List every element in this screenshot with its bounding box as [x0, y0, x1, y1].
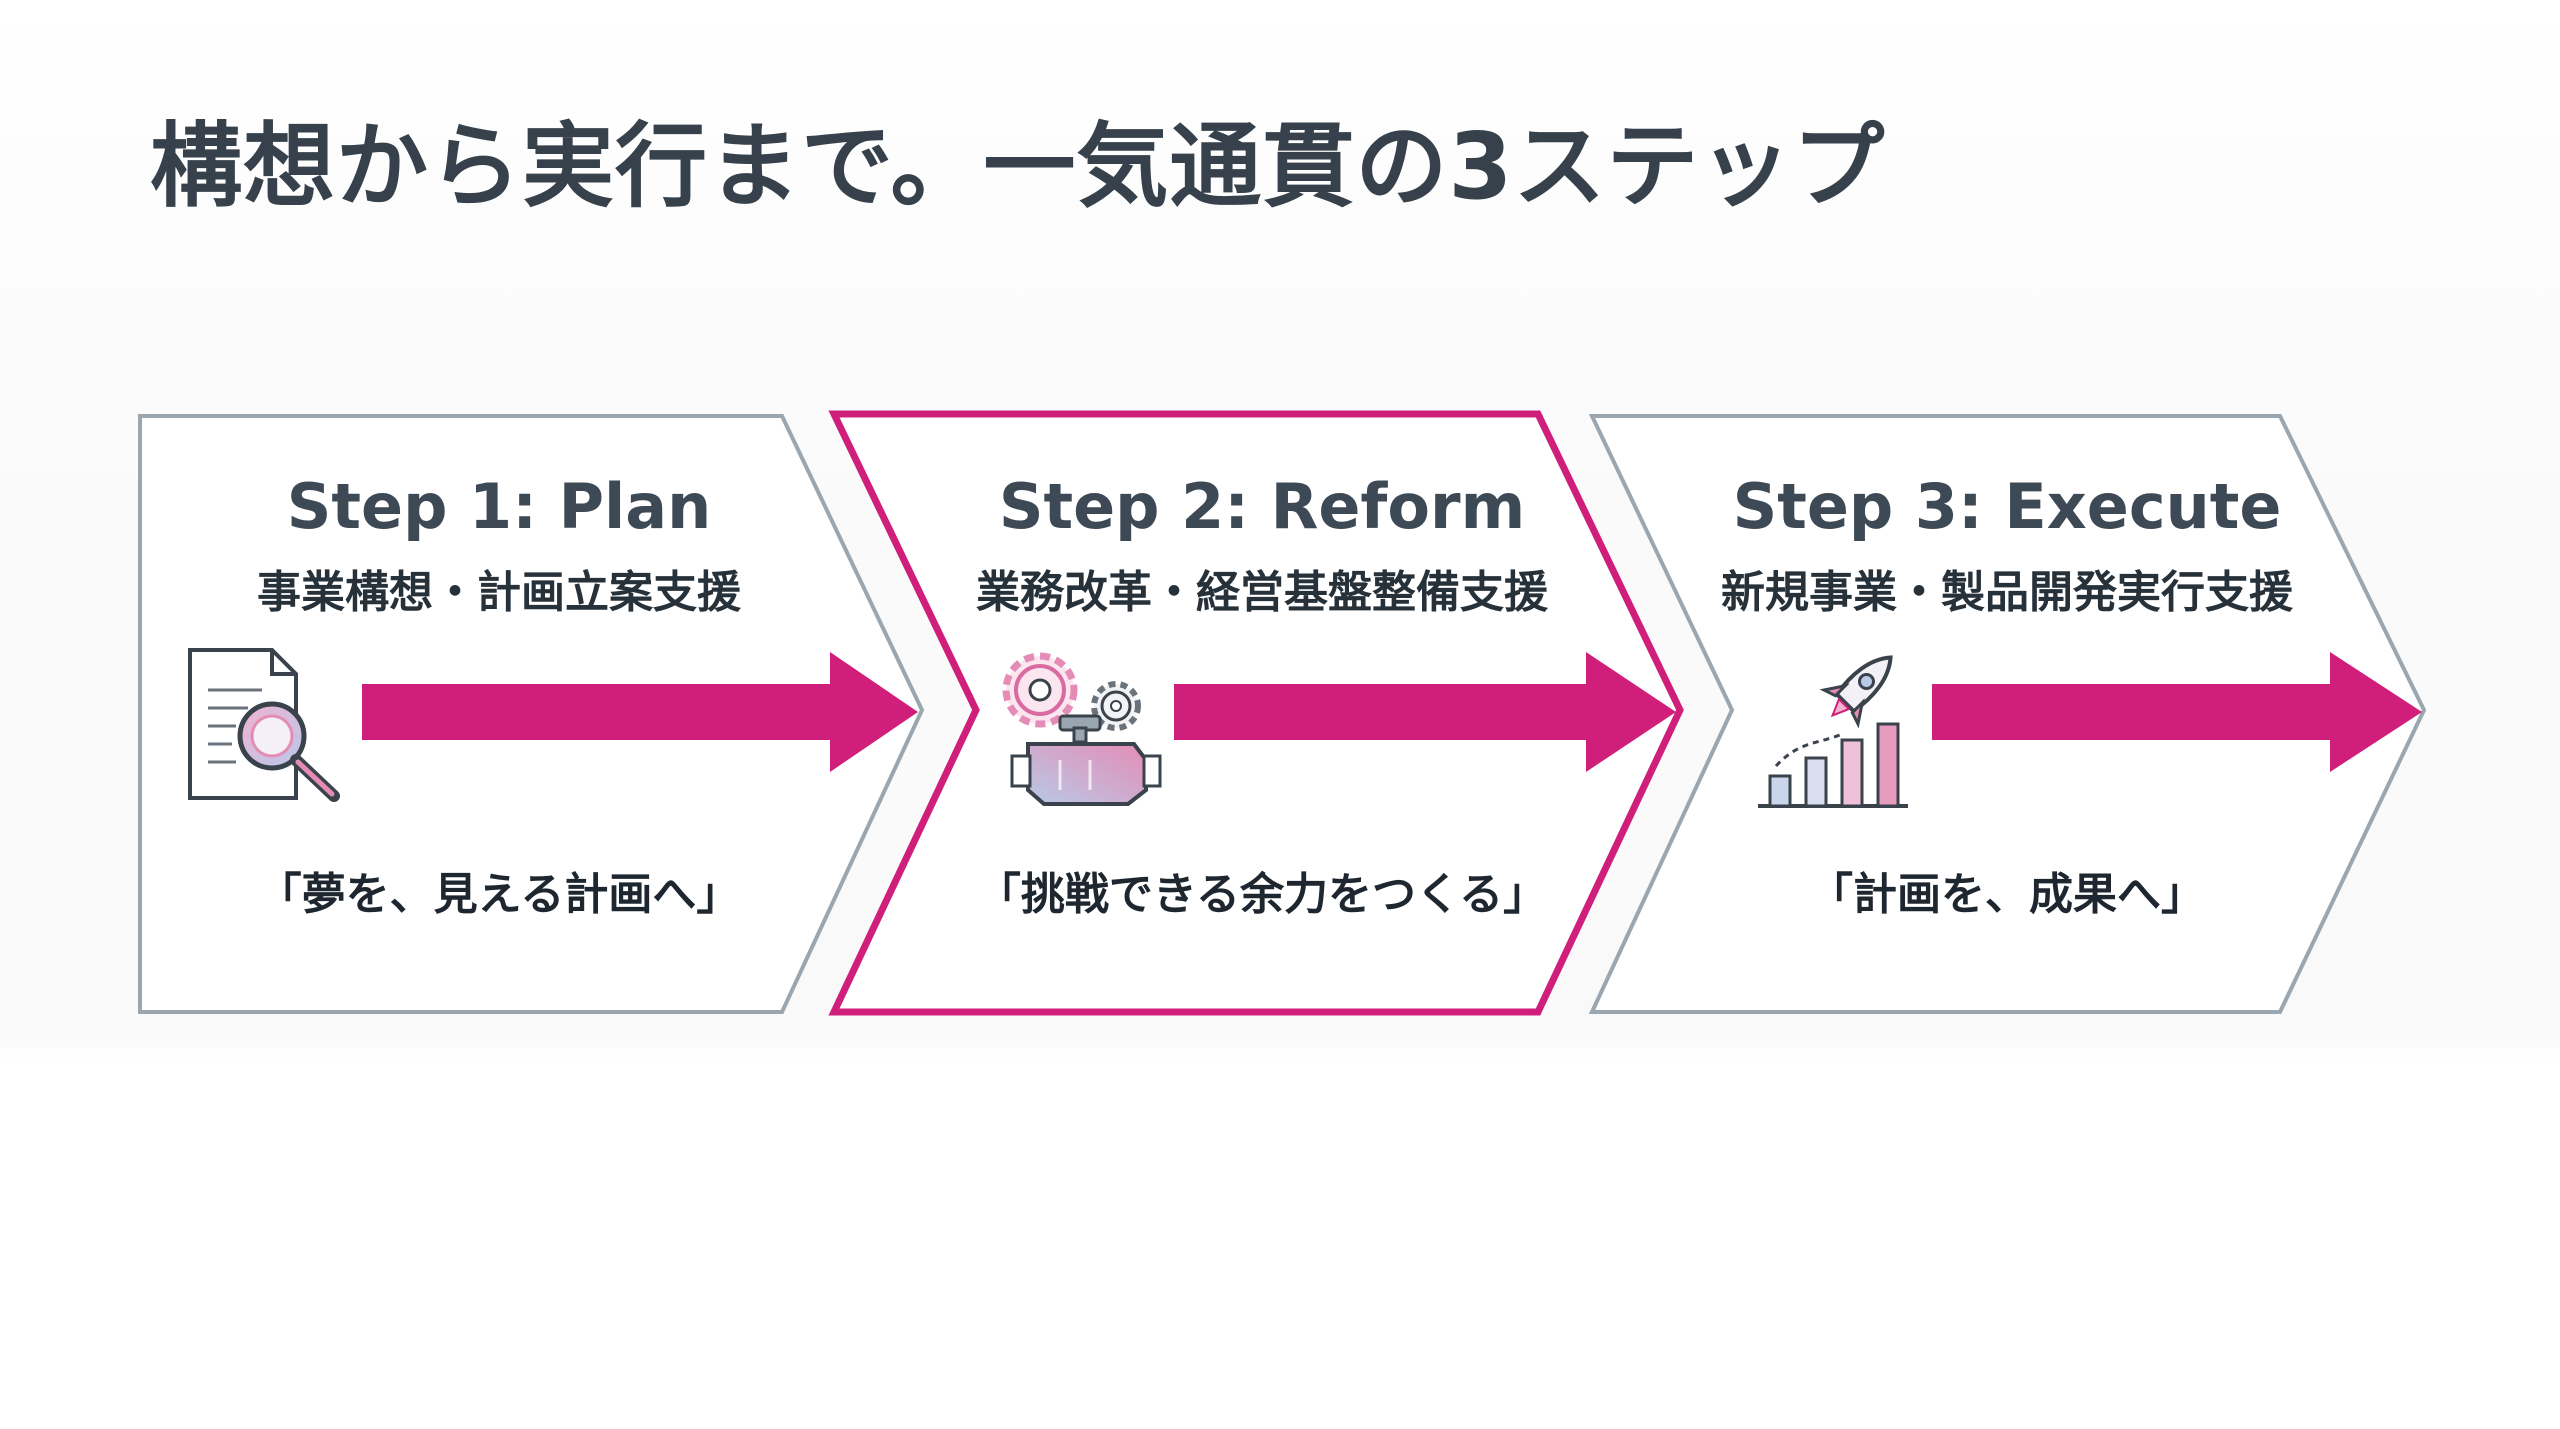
step-1-subtitle: 事業構想・計画立案支援	[257, 567, 741, 618]
step-1-arrow	[362, 652, 918, 772]
rocket-growth-chart-icon	[1758, 655, 1908, 808]
document-magnifier-icon	[188, 648, 340, 802]
step-3-heading: Step 3: Execute	[1732, 470, 2282, 543]
step-1-quote: 「夢を、見える計画へ」	[257, 869, 741, 920]
step-2-heading: Step 2: Reform	[998, 470, 1526, 543]
page-title: 構想から実行まで。一気通貫の3ステップ	[150, 113, 1886, 220]
step-3-arrow	[1932, 652, 2422, 772]
step-2-quote: 「挑戦できる余力をつくる」	[976, 869, 1548, 920]
step-2-subtitle: 業務改革・経営基盤整備支援	[976, 567, 1548, 618]
step-3-subtitle: 新規事業・製品開発実行支援	[1721, 567, 2293, 618]
gears-engine-icon	[1002, 652, 1162, 806]
step-3-quote: 「計画を、成果へ」	[1809, 869, 2205, 920]
step-1-heading: Step 1: Plan	[286, 470, 712, 543]
step-2-arrow	[1174, 652, 1676, 772]
